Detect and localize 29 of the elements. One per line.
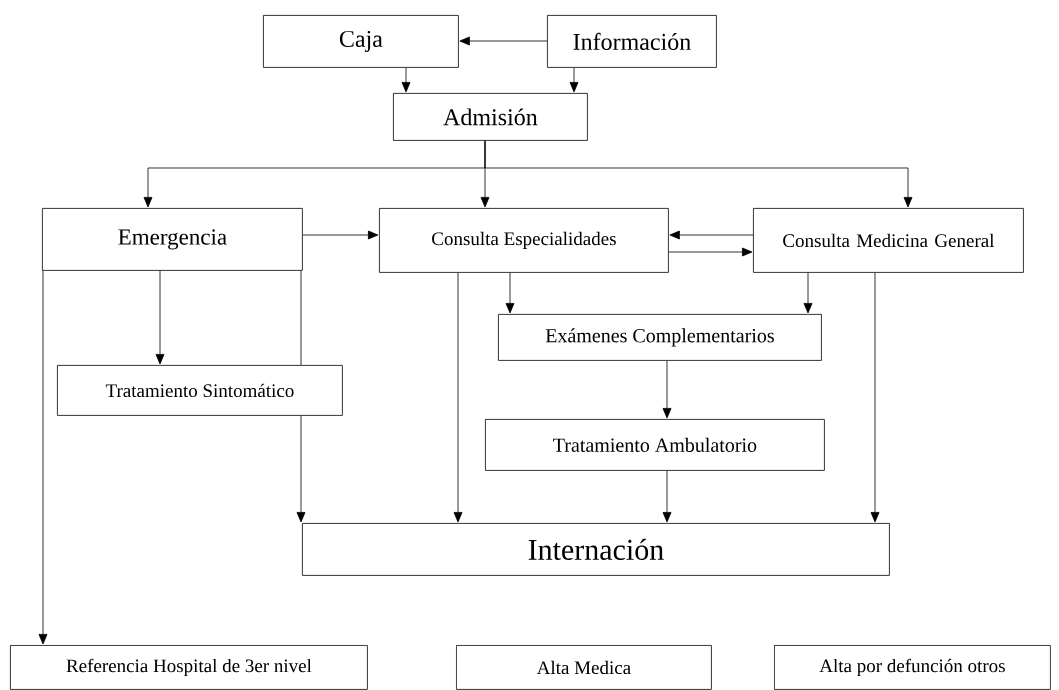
process-box: Alta Medica — [456, 645, 712, 690]
arrow — [669, 230, 754, 240]
arrow — [296, 415, 306, 523]
arrow — [803, 272, 813, 314]
process-box: Tratamiento Sintomático — [57, 365, 343, 416]
process-box: Exámenes Complementarios — [498, 314, 822, 361]
process-box: Referencia Hospital de 3er nivel — [10, 645, 368, 690]
arrow — [401, 67, 411, 93]
arrow — [569, 67, 579, 93]
process-box: Emergencia — [42, 208, 303, 271]
process-box: Tratamiento Ambulatorio — [485, 419, 825, 471]
arrow — [870, 272, 880, 523]
process-box: Alta por defunción otros — [774, 645, 1051, 690]
process-box: Información — [547, 15, 717, 68]
arrow — [484, 140, 913, 208]
arrow — [662, 470, 672, 523]
process-box: Consulta Especialidades — [379, 208, 669, 273]
arrow — [662, 360, 672, 419]
process-box: Admisión — [393, 93, 588, 141]
arrow — [505, 272, 515, 314]
arrow — [453, 272, 463, 523]
process-box: Consulta Medicina General — [753, 208, 1024, 273]
arrow — [668, 247, 753, 257]
arrow — [302, 230, 379, 240]
arrow — [155, 270, 165, 365]
process-box: Internación — [302, 523, 890, 576]
arrow — [38, 270, 48, 645]
arrow — [459, 36, 548, 46]
process-box: Caja — [263, 15, 459, 68]
